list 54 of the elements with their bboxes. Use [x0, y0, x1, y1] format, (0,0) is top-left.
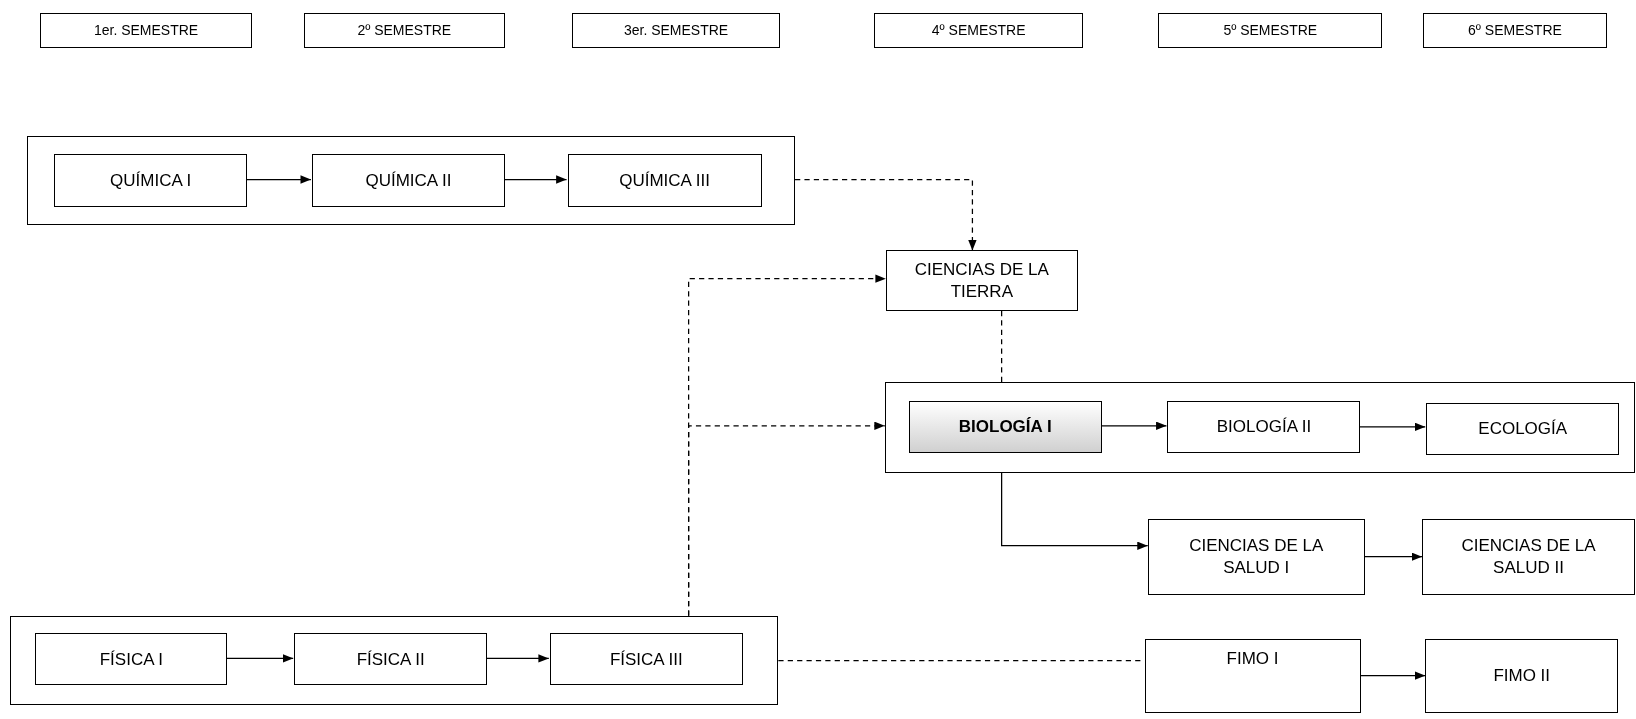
- course-label: QUÍMICA III: [618, 169, 711, 192]
- course-box: [39, 12, 253, 48]
- course-label: FIMO I: [1225, 647, 1280, 669]
- group-box: [884, 381, 1635, 473]
- course-label: BIOLOGÍA II: [1215, 416, 1313, 438]
- arrow: [1364, 552, 1423, 561]
- arrow: [794, 178, 977, 252]
- course-label: 5º SEMESTRE: [1222, 21, 1319, 39]
- course-label: 6º SEMESTRE: [1467, 21, 1563, 39]
- course-box: [35, 633, 228, 686]
- group-box: [10, 615, 779, 706]
- course-label: FIMO II: [1492, 664, 1552, 687]
- course-box: [1167, 400, 1361, 453]
- course-box: [1425, 638, 1619, 713]
- arrow: [1001, 472, 1149, 550]
- course-box: [1144, 638, 1361, 713]
- course-box: [1423, 12, 1607, 48]
- course-box: [571, 12, 781, 48]
- course-label: BIOLOGÍA I: [957, 416, 1053, 438]
- course-box: [294, 633, 488, 686]
- arrow: [688, 421, 886, 617]
- course-box: [874, 12, 1083, 48]
- course-label: ECOLOGÍA: [1477, 418, 1569, 440]
- course-box: [1147, 518, 1365, 595]
- arrow: [1100, 421, 1168, 430]
- course-label: QUÍMICA II: [364, 169, 453, 192]
- course-label: CIENCIAS DE LA SALUD I: [1188, 535, 1325, 578]
- course-box: [303, 12, 505, 48]
- course-label: FÍSICA I: [98, 648, 165, 670]
- course-label: 4º SEMESTRE: [930, 21, 1027, 39]
- course-label: FÍSICA III: [608, 648, 684, 670]
- course-label: 1er. SEMESTRE: [92, 21, 200, 39]
- course-box: [567, 154, 762, 207]
- course-box: [885, 250, 1078, 311]
- arrow: [1359, 671, 1426, 680]
- course-box: [311, 154, 505, 207]
- course-box: [549, 633, 743, 686]
- course-box: [54, 154, 248, 207]
- arrow: [503, 175, 568, 184]
- course-box: [1158, 12, 1383, 48]
- course-label: FÍSICA II: [355, 648, 426, 670]
- arrow: [225, 654, 294, 663]
- course-label: CIENCIAS DE LA SALUD II: [1460, 535, 1597, 578]
- arrow: [245, 175, 312, 184]
- course-box: [908, 400, 1102, 453]
- course-label: 2º SEMESTRE: [356, 21, 453, 39]
- course-box: [1426, 402, 1620, 455]
- course-box: [1422, 518, 1635, 595]
- course-label: CIENCIAS DE LA TIERRA: [913, 259, 1050, 302]
- arrow: [485, 654, 550, 663]
- course-label: 3er. SEMESTRE: [622, 21, 730, 39]
- group-box: [27, 135, 796, 226]
- arrow: [1358, 422, 1426, 431]
- course-label: QUÍMICA I: [109, 169, 193, 192]
